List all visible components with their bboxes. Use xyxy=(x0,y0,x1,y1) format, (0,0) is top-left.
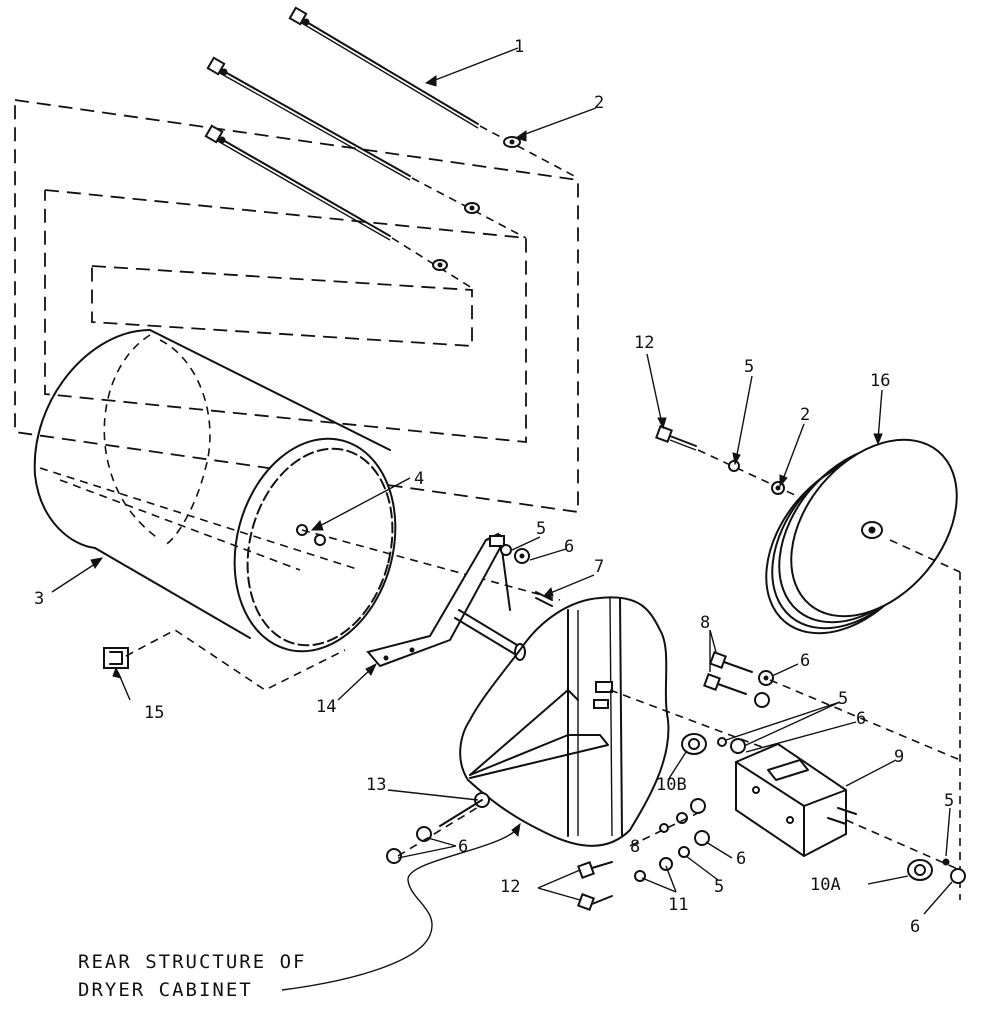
rod-washer-bottom xyxy=(432,259,448,271)
callout-6-lower: 6 xyxy=(736,849,746,869)
callout-6-right: 6 xyxy=(910,917,920,937)
callout-labels: 1 2 3 4 5 6 7 15 14 12 5 2 16 8 6 5 6 10… xyxy=(34,37,954,937)
caption-line-1: REAR STRUCTURE OF xyxy=(78,951,306,973)
callout-5-lower: 5 xyxy=(714,877,724,897)
callout-9: 9 xyxy=(894,747,904,767)
lower-nut-a xyxy=(690,798,706,814)
pivot-nut-upper xyxy=(758,670,774,686)
callout-6-bracket: 6 xyxy=(564,537,574,557)
pivot-nut-lower xyxy=(754,692,770,708)
callout-6-pivot-b: 6 xyxy=(856,709,866,729)
callout-7: 7 xyxy=(594,557,604,577)
callout-4: 4 xyxy=(414,469,424,489)
callout-14: 14 xyxy=(316,697,336,717)
callout-5-right: 5 xyxy=(944,791,954,811)
lower-nut-b xyxy=(694,830,710,846)
dryer-drum xyxy=(33,329,561,653)
upper-washer xyxy=(728,460,740,472)
upper-bolt xyxy=(655,425,697,451)
leader-lines xyxy=(51,47,953,991)
outer-seal-frame xyxy=(14,99,579,514)
lower-washer-c xyxy=(678,846,690,858)
bearing-10a xyxy=(907,858,966,884)
lower-washer-d xyxy=(659,857,673,871)
bearing-10b xyxy=(681,733,746,755)
rod-washer-top xyxy=(503,136,521,148)
callout-8-lower: 8 xyxy=(630,837,640,857)
callout-5-pivot: 5 xyxy=(838,689,848,709)
bracket-nut xyxy=(514,548,530,564)
middle-seal-frame xyxy=(44,189,527,443)
callout-2-upper: 2 xyxy=(800,405,810,425)
callout-1: 1 xyxy=(514,37,524,57)
caption-line-2: DRYER CABINET xyxy=(78,979,253,1001)
tie-rod-top xyxy=(288,6,479,129)
bearing-block xyxy=(735,742,857,858)
callout-3: 3 xyxy=(34,589,44,609)
pivot-bolt-lower xyxy=(703,673,747,695)
callout-12-lower: 12 xyxy=(500,877,520,897)
callout-2: 2 xyxy=(594,93,604,113)
callout-12-upper: 12 xyxy=(634,333,654,353)
idler-bracket xyxy=(366,532,526,668)
callout-6-pivot: 6 xyxy=(800,651,810,671)
callout-10b: 10B xyxy=(656,775,687,795)
callout-5-upper: 5 xyxy=(744,357,754,377)
lower-bolt-a xyxy=(577,861,613,879)
callout-6-left: 6 xyxy=(458,837,468,857)
lower-bolt-b xyxy=(577,893,613,911)
drive-pulley xyxy=(765,438,958,635)
bracket-washer xyxy=(500,544,512,556)
drum-clip xyxy=(103,647,129,669)
inner-seal-frame xyxy=(91,265,473,347)
lower-washer-e xyxy=(634,870,646,882)
rod-washer-middle xyxy=(464,202,480,214)
tie-rod-bottom xyxy=(204,124,391,241)
callout-15: 15 xyxy=(144,703,164,723)
tie-rod-middle xyxy=(206,56,411,181)
callout-16: 16 xyxy=(870,371,890,391)
pivot-bolt-upper xyxy=(709,651,753,673)
callout-11: 11 xyxy=(668,895,688,915)
callout-13: 13 xyxy=(366,775,386,795)
callout-8: 8 xyxy=(700,613,710,633)
callout-10a: 10A xyxy=(810,875,841,895)
callout-5-bracket: 5 xyxy=(536,519,546,539)
stud-nut-lower xyxy=(386,848,402,864)
rear-cabinet-structure xyxy=(459,596,771,847)
